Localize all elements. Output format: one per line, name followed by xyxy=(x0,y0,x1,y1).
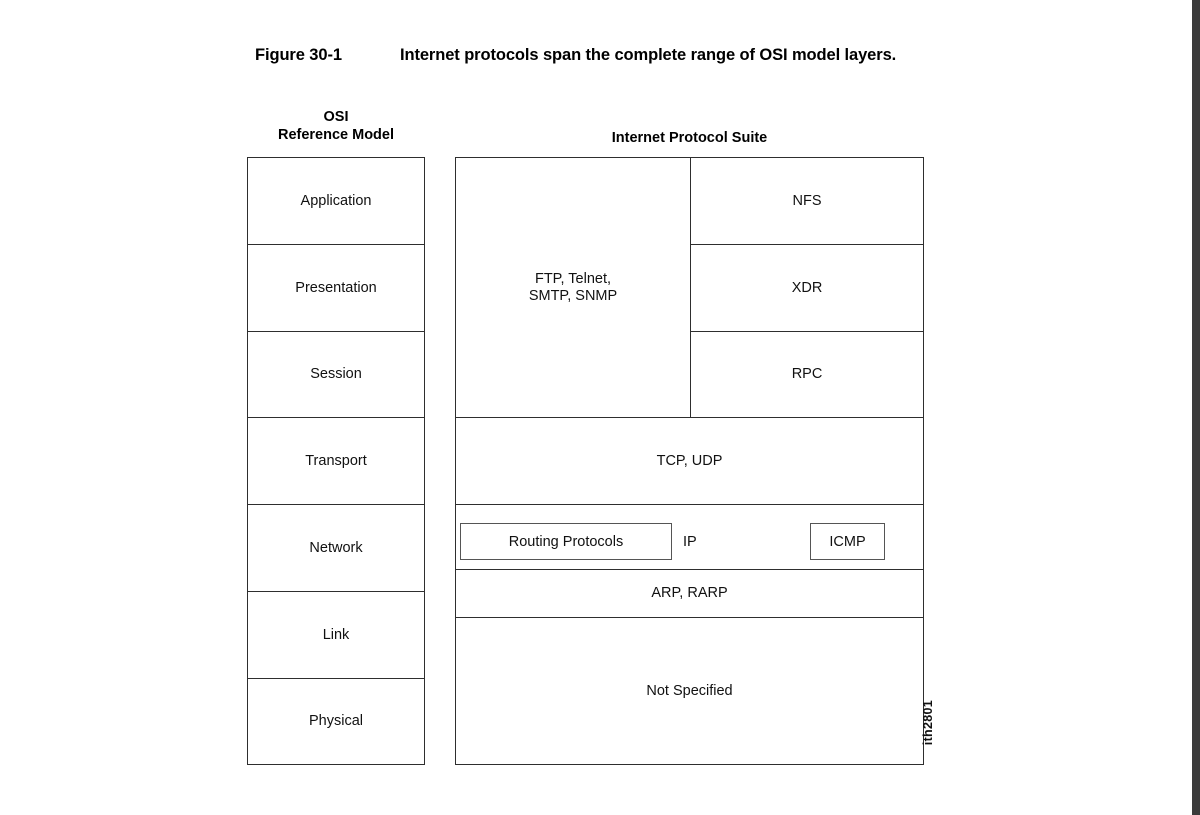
figure-id-mark: ith2801 xyxy=(921,700,935,746)
routing-protocols-box: Routing Protocols xyxy=(460,523,672,560)
osi-heading-line2: Reference Model xyxy=(277,127,395,143)
suite-not-specified: Not Specified xyxy=(455,617,924,765)
osi-column-heading: OSI Reference Model xyxy=(247,108,425,144)
osi-layer-session: Session xyxy=(247,331,425,418)
suite-arp-row: ARP, RARP xyxy=(455,569,924,618)
figure-caption-text: Internet protocols span the complete ran… xyxy=(400,46,897,64)
figure-caption: Figure 30-1 Internet protocols span the c… xyxy=(255,46,1015,72)
suite-nfs: NFS xyxy=(690,157,924,245)
osi-layer-application: Application xyxy=(247,157,425,245)
osi-heading-line1: OSI xyxy=(323,109,349,125)
suite-rpc: RPC xyxy=(690,331,924,418)
osi-layer-transport: Transport xyxy=(247,417,425,505)
suite-application-protocols: FTP, Telnet, SMTP, SNMP xyxy=(455,157,691,418)
suite-transport-protocols: TCP, UDP xyxy=(455,417,924,505)
osi-layer-physical: Physical xyxy=(247,678,425,765)
osi-layer-network: Network xyxy=(247,504,425,592)
page-edge-band xyxy=(1192,0,1200,815)
ip-label: IP xyxy=(683,533,697,550)
osi-layer-link: Link xyxy=(247,591,425,679)
osi-layer-presentation: Presentation xyxy=(247,244,425,332)
suite-column-heading: Internet Protocol Suite xyxy=(611,130,768,146)
suite-xdr: XDR xyxy=(690,244,924,332)
figure-number: Figure 30-1 xyxy=(255,46,342,64)
icmp-box: ICMP xyxy=(810,523,885,560)
